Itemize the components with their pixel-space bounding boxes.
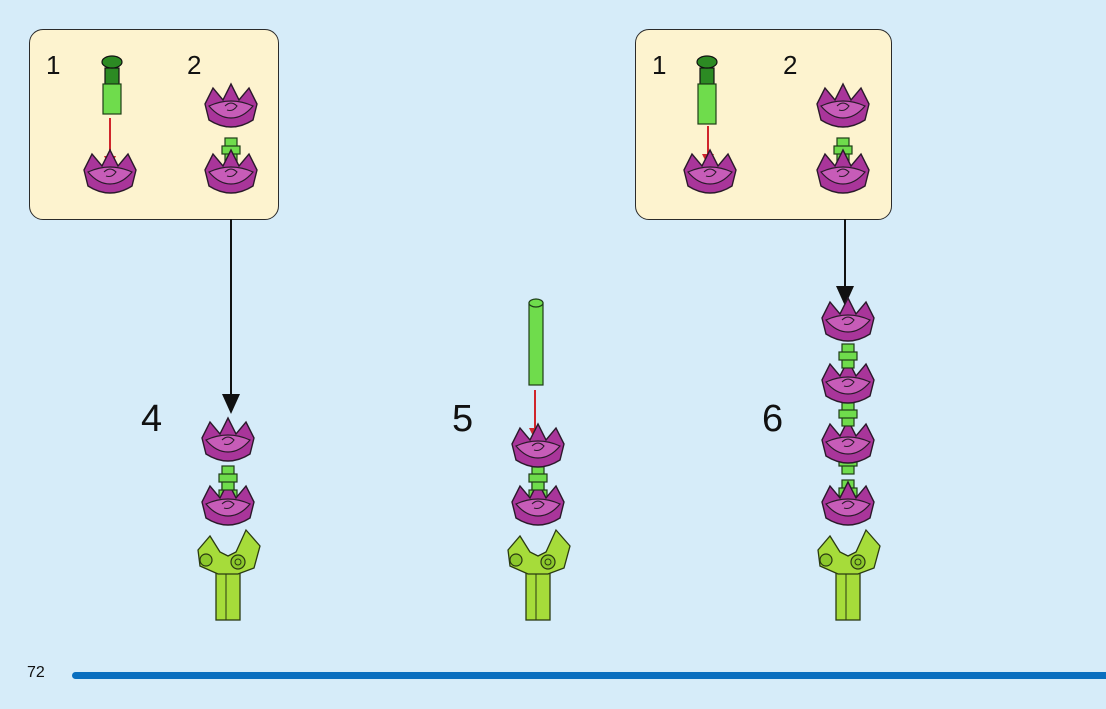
step-number: 5 (452, 398, 474, 440)
substep-number: 1 (652, 50, 667, 80)
substep-number: 2 (783, 50, 798, 80)
page-number: 72 (27, 664, 45, 681)
stem-bar-icon (101, 55, 123, 115)
step-number: 4 (141, 398, 163, 440)
substep-number: 1 (46, 50, 61, 80)
stem-bar-icon (528, 302, 544, 386)
substep-number: 2 (187, 50, 202, 80)
step-number: 6 (762, 398, 784, 440)
page-footer-bar (72, 672, 1106, 679)
